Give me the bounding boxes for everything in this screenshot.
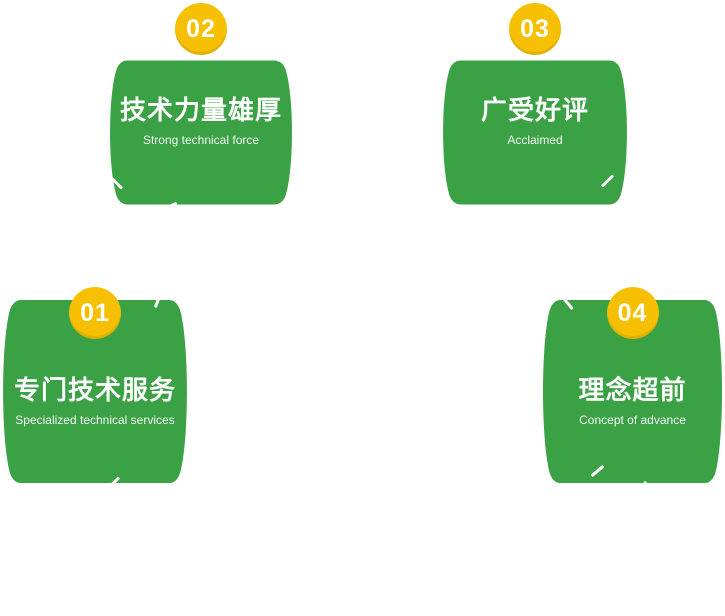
feature-card-02: 02 技术力量雄厚 Strong technical force — [107, 3, 295, 211]
badge-number: 01 — [80, 298, 110, 327]
number-badge: 04 — [606, 287, 659, 339]
card-subtitle: Concept of advance — [579, 413, 686, 427]
number-badge: 01 — [69, 287, 121, 339]
feature-card-04: 04 理念超前 Concept of advance — [540, 287, 725, 495]
card-subtitle: Acclaimed — [507, 133, 563, 147]
card-background-blob — [443, 60, 627, 205]
card-background-blob — [110, 60, 292, 205]
card-content: 理念超前 Concept of advance — [540, 375, 725, 428]
card-title: 理念超前 — [578, 375, 687, 405]
card-title: 广受好评 — [480, 95, 589, 125]
feature-card-03: 03 广受好评 Acclaimed — [440, 3, 630, 217]
badge-number: 02 — [186, 14, 216, 43]
badge-number: 04 — [617, 298, 648, 327]
card-background-blob — [543, 299, 722, 484]
card-content: 广受好评 Acclaimed — [440, 95, 630, 148]
number-badge: 02 — [175, 3, 227, 55]
number-badge: 03 — [509, 3, 561, 55]
card-subtitle: Strong technical force — [142, 133, 260, 147]
card-content: 技术力量雄厚 Strong technical force — [107, 95, 295, 148]
sparkle-icon — [448, 34, 455, 52]
feature-card-01: 01 专门技术服务 Specialized technical services — [0, 283, 190, 490]
card-content: 专门技术服务 Specialized technical services — [0, 375, 190, 428]
card-title: 专门技术服务 — [13, 375, 176, 405]
card-title: 技术力量雄厚 — [119, 95, 282, 125]
card-background-blob — [3, 299, 187, 484]
badge-number: 03 — [520, 14, 550, 43]
card-subtitle: Specialized technical services — [15, 413, 175, 427]
